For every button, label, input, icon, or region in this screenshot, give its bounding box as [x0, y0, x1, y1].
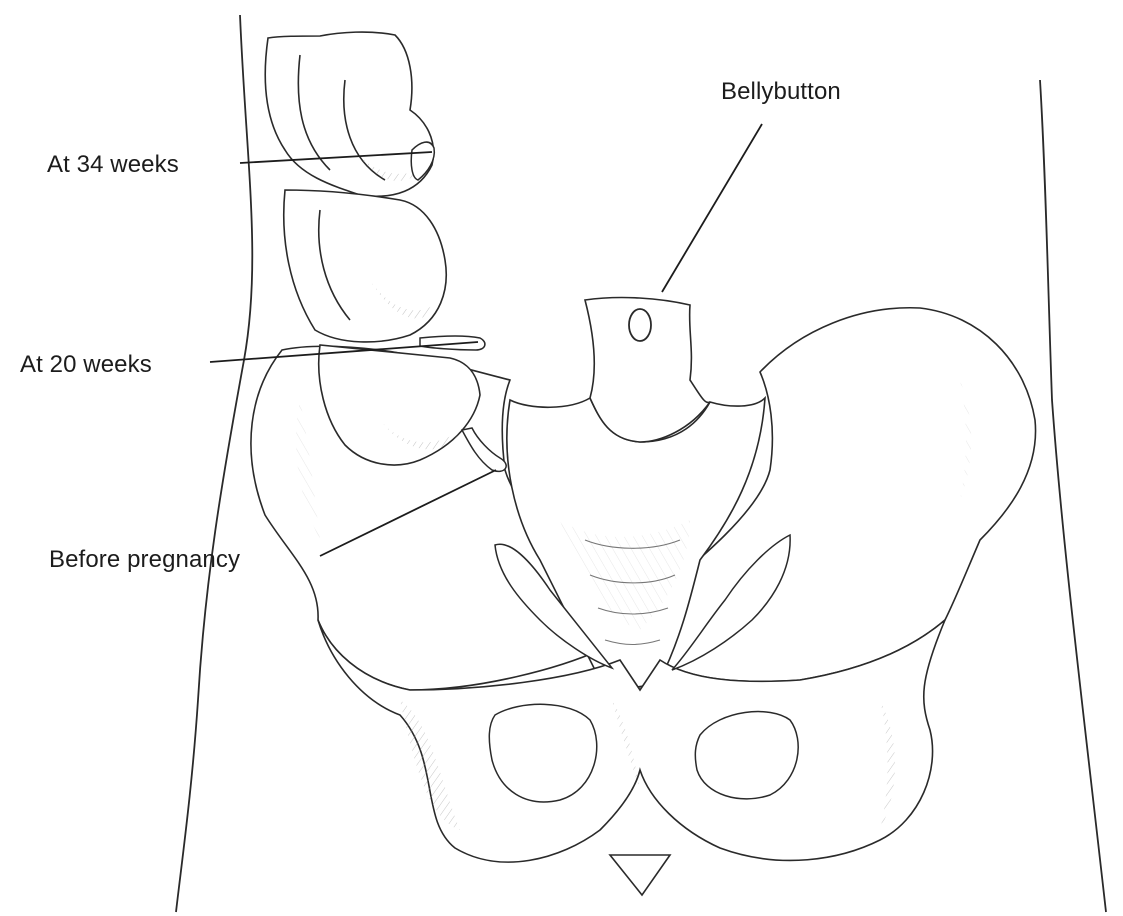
label-before-pregnancy: Before pregnancy	[49, 548, 240, 572]
obturator-foramen-right	[695, 712, 798, 799]
label-bellybutton: Bellybutton	[721, 80, 841, 104]
pubic-mark	[610, 855, 670, 895]
body-outline-left	[176, 15, 252, 912]
label-at-34-weeks: At 34 weeks	[47, 153, 179, 177]
label-at-20-weeks: At 20 weeks	[20, 353, 152, 377]
bellybutton-mark	[629, 309, 651, 341]
appendix-34-weeks	[411, 142, 434, 180]
body-outline-right	[1040, 80, 1106, 912]
leader-bellybutton	[662, 124, 762, 292]
